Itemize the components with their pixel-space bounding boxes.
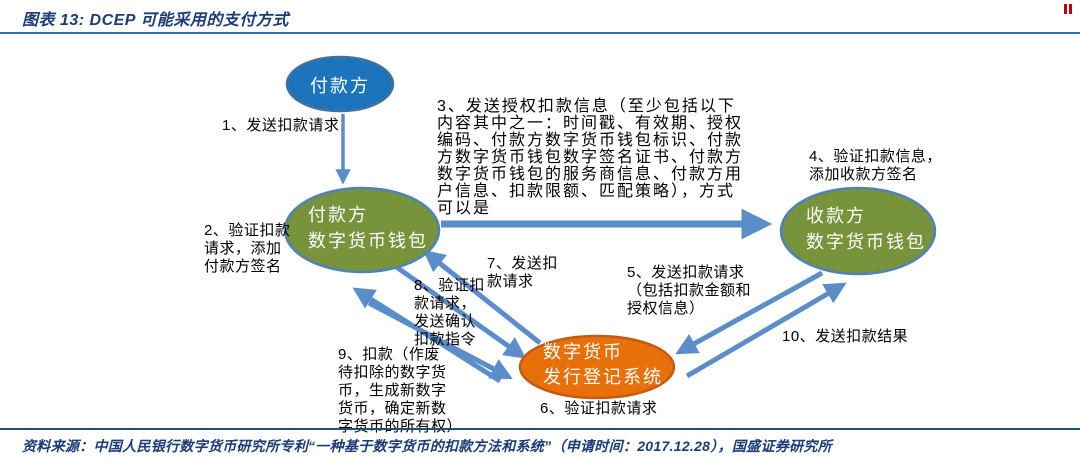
arrow-step7-system-to-payer-wallet [422, 249, 542, 345]
title-divider [0, 32, 1080, 34]
step4-label: 4、验证扣款信息， 添加收款方签名 [809, 148, 942, 183]
payer-wallet-node [283, 186, 441, 274]
payee-wallet-node-label: 收款方 数字货币钱包 [806, 206, 926, 252]
page-corner-mark [1064, 4, 1072, 14]
source-divider [0, 428, 1080, 430]
step10-label: 10、发送扣款结果 [782, 328, 909, 345]
payer-node [285, 55, 395, 113]
arrow-step10-system-to-payee-wallet [685, 282, 847, 379]
step7-label: 7、发送扣 款请求 [487, 255, 558, 290]
step6-label: 6、验证扣款请求 [540, 400, 658, 417]
arrow-step5-payee-wallet-to-system [675, 270, 824, 355]
figure-title: 图表 13: DCEP 可能采用的支付方式 [22, 12, 289, 29]
source-note: 资料来源：中国人民银行数字货币研究所专利“一种基于数字货币的扣款方法和系统”（申… [22, 438, 832, 454]
step1-label: 1、发送扣款请求 [222, 117, 340, 134]
payee-wallet-node [779, 186, 937, 276]
dcep-payment-flowchart: 付款方 付款方 数字货币钱包 收款方 数字货币钱包 数字货币 发行登记系统 1、… [0, 34, 1080, 435]
step8-label: 8、验证扣 款请求， 发送确认 扣款指令 [414, 277, 485, 348]
arrow-step8-payer-wallet-to-system [393, 263, 527, 359]
arrow-step9-payer-wallet-to-system-outer [367, 300, 513, 380]
payer-wallet-node-label: 付款方 数字货币钱包 [308, 205, 428, 251]
corner-bar-icon [1069, 4, 1072, 14]
system-node-label: 数字货币 发行登记系统 [543, 342, 663, 387]
step2-label: 2、验证扣款 请求，添加 付款方签名 [204, 222, 291, 275]
flowchart-canvas [283, 55, 937, 400]
step9-label: 9、扣款（作废 待扣除的数字货 币，生成新数字 货币，确定新数 字货币的所有权） [338, 346, 463, 435]
payer-node-label: 付款方 [310, 76, 370, 96]
step3-label: 3、发送授权扣款信息（至少包括以下 内容其中之一：时间戳、有效期、授权 编码、付… [437, 98, 744, 217]
issuance-system-node [518, 334, 676, 400]
corner-bar-icon [1064, 4, 1067, 14]
step5-label: 5、发送扣款请求 （包括扣款金额和 授权信息） [627, 264, 752, 317]
